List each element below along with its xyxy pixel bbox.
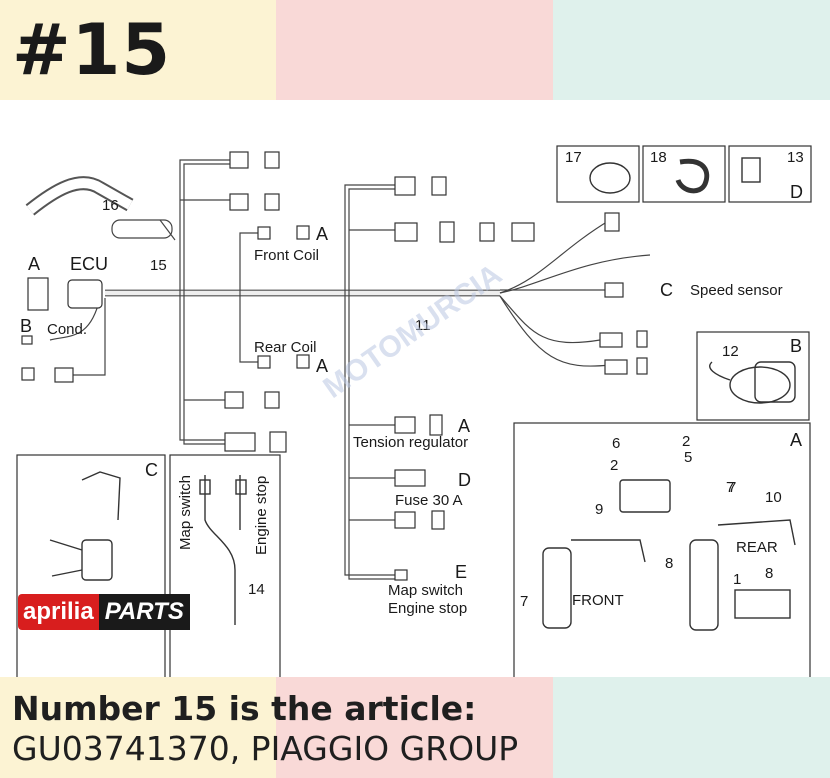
label-rear-coil-a: A [316,356,328,376]
label-ecu: ECU [70,254,108,274]
label-14: 14 [248,581,265,598]
watermark: MOTOMURCIA [317,258,507,405]
label-7c: 7 [728,479,736,496]
band-yellow-bottom [0,677,276,778]
label-front-coil: Front Coil [254,247,319,264]
page-title: #15 [12,9,172,91]
label-tension-a: A [458,416,470,436]
footer-band [0,677,830,778]
logo-suffix: PARTS [98,594,190,630]
label-rear: REAR [736,539,778,556]
band-pink [276,0,553,100]
label-engine-stop: Engine stop [388,600,467,617]
label-vertical-map-switch: Map switch [177,475,194,550]
label-9: 9 [595,501,603,518]
label-b-box: B [790,336,802,356]
label-tension-regulator: Tension regulator [353,434,468,451]
label-d-box: D [790,182,803,202]
label-13: 13 [787,149,804,166]
label-1: 1 [733,571,741,588]
label-17: 17 [565,149,582,166]
label-7b: 7 [520,593,528,610]
label-2b: 2 [610,457,618,474]
label-c-box: C [145,460,158,480]
label-10: 10 [765,489,782,506]
label-a-left: A [28,254,40,274]
label-18: 18 [650,149,667,166]
caption-article-code: GU03741370, PIAGGIO GROUP [12,729,519,768]
label-fuse: Fuse 30 A [395,492,463,509]
label-rear-coil: Rear Coil [254,339,317,356]
label-7a: 7 [726,479,734,496]
label-15: 15 [150,257,167,274]
label-8a: 8 [665,555,673,572]
label-6: 6 [612,435,620,452]
label-16: 16 [102,197,119,214]
label-front-coil-a: A [316,224,328,244]
band-pink-bottom [276,677,553,778]
label-11: 11 [415,317,431,334]
logo-brand: aprilia [18,594,99,630]
label-vertical-engine-stop: Engine stop [253,476,270,555]
label-speed-sensor: Speed sensor [690,282,783,299]
label-cond: Cond. [47,321,87,338]
label-12: 12 [722,343,739,360]
header-band [0,0,830,100]
label-speed-c: C [660,280,673,300]
caption-article-heading: Number 15 is the article: [12,689,477,728]
label-b-left: B [20,316,32,336]
label-5: 5 [684,449,692,466]
wiring-diagram: 16 15 A ECU B Cond. A Front Coil Rear Co… [16,145,812,677]
label-map-switch: Map switch [388,582,463,599]
label-8b: 8 [765,565,773,582]
label-2a: 2 [682,433,690,450]
band-mint [553,0,830,100]
label-a-box: A [790,430,802,450]
label-e: E [455,562,467,582]
aprilia-parts-logo: aprilia PARTS [18,594,190,630]
label-fuse-d: D [458,470,471,490]
band-mint-bottom [553,677,830,778]
label-front: FRONT [572,592,624,609]
band-yellow [0,0,276,100]
